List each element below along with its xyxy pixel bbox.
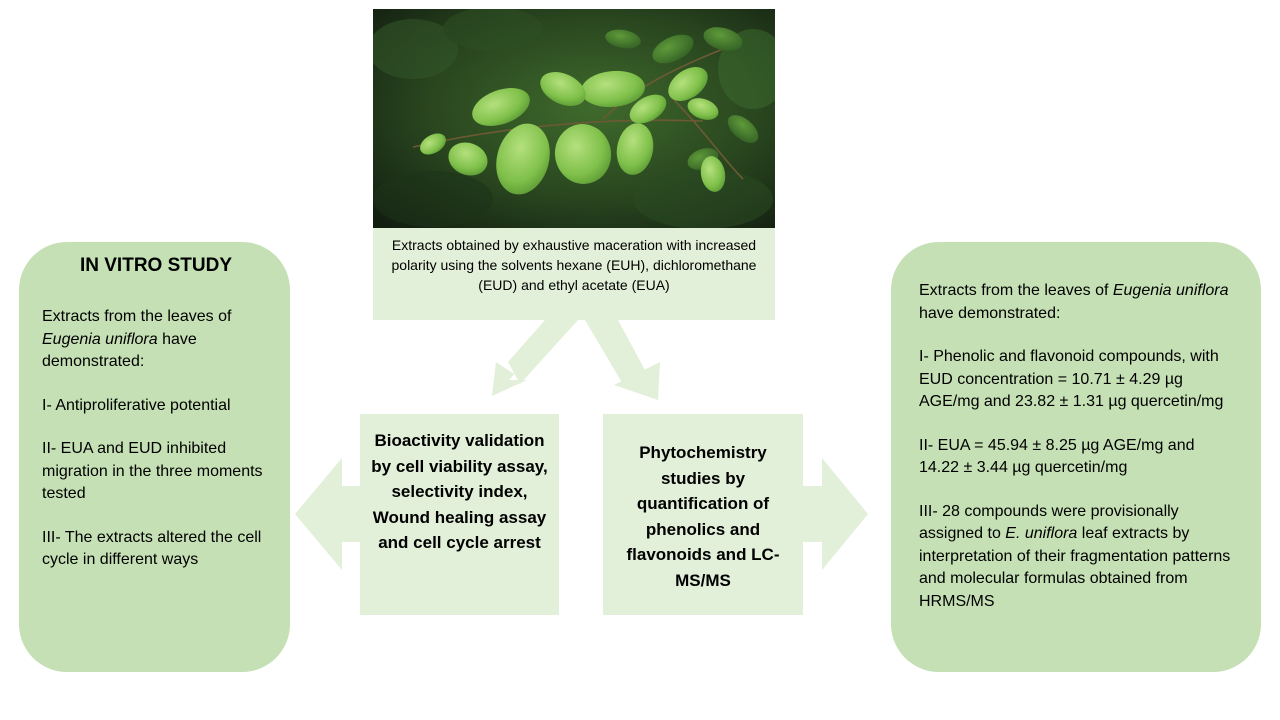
in-vitro-item-2: II- EUA and EUD inhibited migration in t… <box>42 440 263 502</box>
intro-after: have demonstrated: <box>919 304 1061 322</box>
intro-before: Extracts from the leaves of <box>42 308 232 325</box>
results-item-1: I- Phenolic and flavonoid compounds, wit… <box>919 348 1224 410</box>
phytochemistry-text: Phytochemistry studies by quantification… <box>626 443 780 590</box>
item3-after: leaf extracts by interpretation of their… <box>919 525 1231 610</box>
phytochemistry-studies-box: Phytochemistry studies by quantification… <box>603 414 803 615</box>
arrow-to-in-vitro-icon <box>295 458 360 570</box>
eugenia-uniflora-leaves-photo <box>373 9 775 228</box>
arrow-to-bioactivity-icon <box>492 320 563 396</box>
results-item-3: III- 28 compounds were provisionally ass… <box>919 501 1237 614</box>
in-vitro-item-3: III- The extracts altered the cell cycle… <box>42 528 262 569</box>
species-name: Eugenia uniflora <box>1112 282 1229 299</box>
leaves-photo-icon <box>373 9 775 228</box>
species-abbrev: E. uniflora <box>1005 525 1078 542</box>
arrow-to-phytochemistry-shaft <box>585 320 646 386</box>
results-intro: Extracts from the leaves of Eugenia unif… <box>919 280 1237 325</box>
extraction-method-caption: Extracts obtained by exhaustive macerati… <box>373 228 775 320</box>
bioactivity-validation-box: Bioactivity validation by cell viability… <box>360 414 559 615</box>
intro-after: have demonstrated: <box>42 330 197 371</box>
in-vitro-item-1: I- Antiproliferative potential <box>42 396 231 414</box>
arrow-to-results-icon <box>803 458 868 570</box>
caption-text: Extracts obtained by exhaustive macerati… <box>391 237 757 293</box>
results-item-2: II- EUA = 45.94 ± 8.25 µg AGE/mg and 14.… <box>919 436 1195 477</box>
in-vitro-study-panel: IN VITRO STUDY Extracts from the leaves … <box>19 242 290 672</box>
phytochemistry-results-panel: Extracts from the leaves of Eugenia unif… <box>891 242 1261 672</box>
arrow-to-bioactivity-shaft <box>508 320 578 384</box>
panel-title: IN VITRO STUDY <box>79 255 232 276</box>
in-vitro-intro: Extracts from the leaves of Eugenia unif… <box>42 306 270 374</box>
item3-before: III- 28 compounds were provisionally ass… <box>919 502 1179 543</box>
intro-before: Extracts from the leaves of <box>919 282 1113 299</box>
arrow-to-phytochemistry-icon <box>614 362 660 400</box>
species-name: Eugenia uniflora <box>42 330 158 348</box>
bioactivity-text: Bioactivity validation by cell viability… <box>371 431 548 552</box>
